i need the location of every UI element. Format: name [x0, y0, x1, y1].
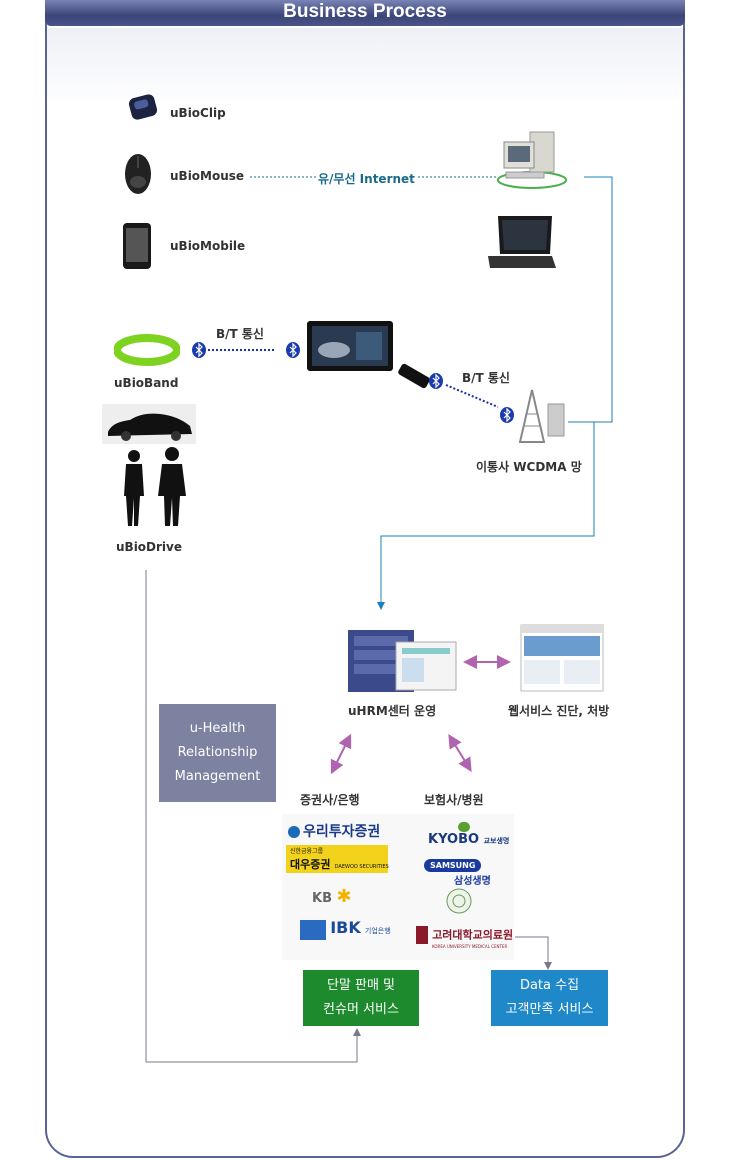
- clip-device-icon: [126, 92, 160, 126]
- device-label-band: uBioBand: [114, 376, 179, 390]
- korea-univ-logo: 고려대학교의료원 KOREA UNIVERSITY MEDICAL CENTER: [416, 926, 513, 949]
- drive-sales-line: [145, 570, 361, 1063]
- samsung-sub: 삼성생명: [454, 876, 491, 887]
- data-service-line: 고객만족 서비스: [505, 1002, 594, 1017]
- data-service-line: Data 수집: [519, 978, 580, 993]
- diagram-frame: [45, 0, 685, 1158]
- bluetooth-icon: [286, 342, 300, 358]
- samsung-logo: SAMSUNG 삼성생명: [424, 857, 491, 887]
- cell-tower-icon: [512, 386, 570, 446]
- securities-arrow: [330, 733, 352, 775]
- uhealth-box: u-Health Relationship Management: [159, 704, 276, 802]
- woori-name: 우리투자증권: [303, 824, 381, 840]
- navigation-display-icon: [306, 320, 394, 372]
- kyobo-logo: KYOBO 교보생명: [428, 822, 509, 847]
- sales-service-line: 컨슈머 서비스: [323, 1002, 399, 1017]
- frame-gradient: [47, 28, 683, 108]
- samsung-name: SAMSUNG: [424, 859, 482, 872]
- desktop-pc-icon: [496, 130, 568, 190]
- ibk-logo: IBK 기업은행: [300, 918, 391, 940]
- daewoo-logo: 신한금융그룹 대우증권 DAEWOO SECURITIES: [286, 845, 389, 873]
- uhealth-line: Management: [174, 769, 261, 784]
- securities-label: 증권사/은행: [300, 793, 360, 807]
- phone-icon: [122, 222, 152, 270]
- insurance-label: 보험사/병원: [424, 793, 484, 807]
- web-page-icon: [520, 624, 604, 692]
- car-icon: [102, 404, 196, 444]
- bluetooth-icon: [429, 373, 443, 389]
- kb-name: KB: [312, 891, 332, 906]
- data-service-box: Data 수집 고객만족 서비스: [491, 970, 608, 1026]
- web-label: 웹서비스 진단, 처방: [508, 704, 610, 718]
- device-label-mobile: uBioMobile: [170, 239, 246, 253]
- wcdma-label: 이통사 WCDMA 망: [476, 460, 582, 474]
- daewoo-sub: DAEWOO SECURITIES: [334, 864, 389, 870]
- server-icon: [346, 628, 460, 694]
- tower-server-line: [377, 422, 595, 610]
- bluetooth-icon: [500, 407, 514, 423]
- laptop-icon: [486, 214, 558, 272]
- mouse-icon: [122, 152, 154, 196]
- device-label-mouse: uBioMouse: [170, 169, 245, 183]
- hospital-emblem-icon: [446, 886, 472, 916]
- internet-label: 유/무선 Internet: [316, 170, 417, 187]
- device-label-drive: uBioDrive: [116, 540, 182, 554]
- people-silhouette-icon: [118, 446, 190, 528]
- sales-service-line: 단말 판매 및: [326, 978, 396, 993]
- uhrm-label: uHRM센터 운영: [348, 704, 437, 718]
- band-icon: [113, 330, 181, 370]
- bt-label-2: B/T 통신: [462, 371, 510, 385]
- page-title: Business Process: [283, 1, 447, 22]
- uhealth-line: u-Health: [189, 721, 246, 736]
- bt-label-1: B/T 통신: [216, 327, 264, 341]
- korea-univ-name: 고려대학교의료원: [432, 928, 514, 942]
- woori-icon: [288, 826, 300, 838]
- sales-service-box: 단말 판매 및 컨슈머 서비스: [303, 970, 419, 1026]
- woori-logo: 우리투자증권: [288, 821, 380, 841]
- ibk-name: IBK: [330, 918, 361, 937]
- kb-logo: KB ✱: [312, 886, 352, 907]
- bt2-line: [445, 384, 499, 408]
- kyobo-icon: [458, 822, 470, 832]
- korea-univ-icon: [416, 926, 428, 944]
- uhealth-line: Relationship: [177, 745, 258, 760]
- kyobo-sub: 교보생명: [483, 837, 510, 845]
- ibk-sub: 기업은행: [364, 927, 391, 935]
- usb-dongle-icon: [396, 360, 432, 392]
- kb-star-icon: ✱: [336, 886, 352, 907]
- daewoo-name: 대우증권: [290, 858, 331, 871]
- hospital-data-line: [515, 936, 552, 970]
- insurance-arrow: [448, 734, 472, 772]
- device-label-clip: uBioClip: [170, 106, 226, 120]
- kyobo-name: KYOBO: [428, 832, 480, 847]
- bluetooth-icon: [192, 342, 206, 358]
- pc-tower-line: [568, 176, 613, 423]
- title-bar: Business Process: [45, 0, 685, 26]
- daewoo-top: 신한금융그룹: [290, 848, 324, 855]
- korea-univ-sub: KOREA UNIVERSITY MEDICAL CENTER: [432, 944, 508, 949]
- ibk-icon: [300, 919, 326, 940]
